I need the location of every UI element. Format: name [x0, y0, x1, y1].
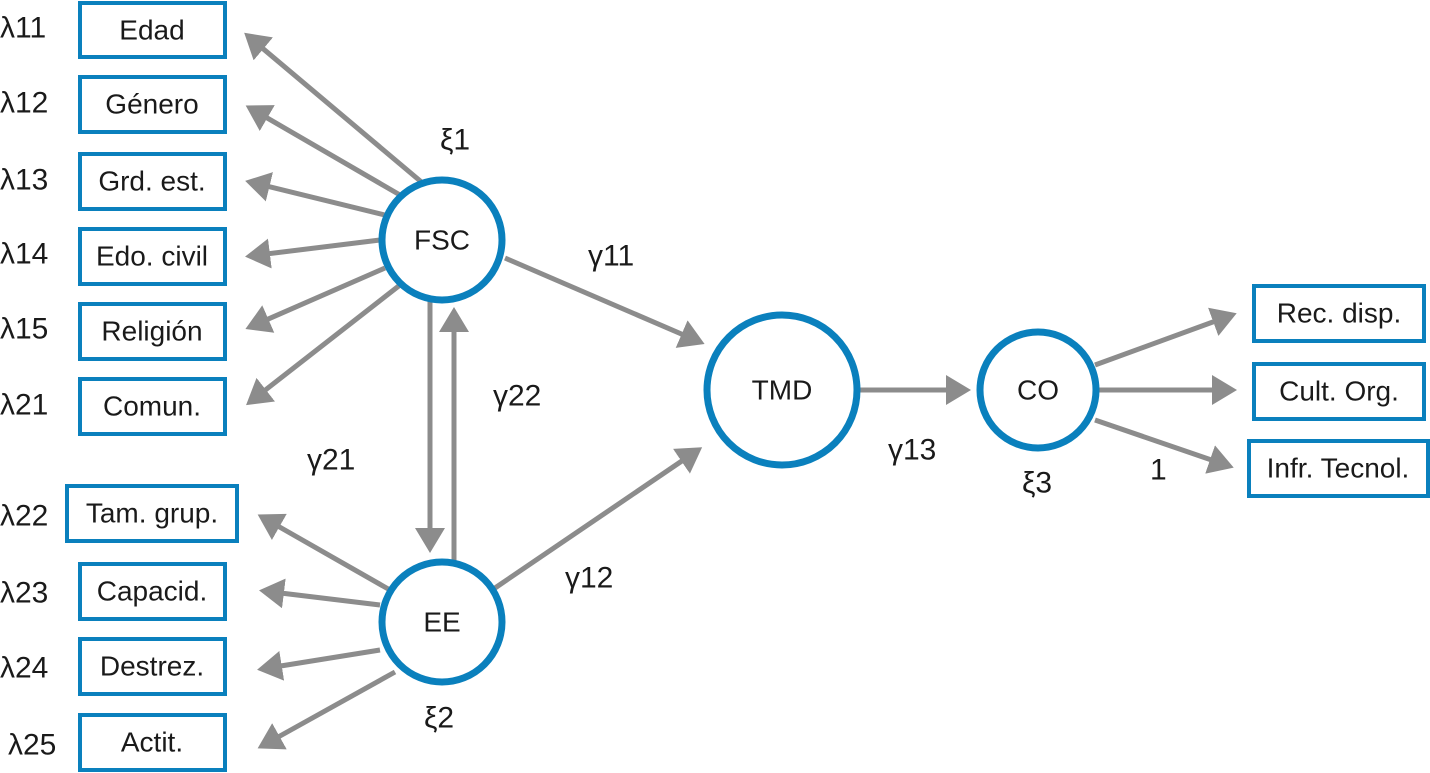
label-xi2: ξ2	[424, 702, 454, 735]
indicator-label: Edo. civil	[96, 241, 208, 272]
path-labels: ξ1 ξ2 ξ3 γ11 γ12 γ13 γ21 γ22 1	[307, 124, 1167, 735]
loading-label: λ12	[0, 87, 48, 120]
indicator-label: Género	[105, 89, 198, 120]
indicator-box-capacid	[78, 562, 227, 621]
indicator-box-destrez	[78, 637, 227, 696]
arrow-fsc-religion	[245, 265, 387, 333]
label-gamma21: γ21	[307, 444, 355, 477]
indicator-box-comun	[78, 377, 227, 436]
arrow-fsc-genero	[245, 105, 402, 198]
latent-label-ee: EE	[423, 607, 460, 638]
loading-label: λ24	[0, 652, 48, 685]
indicator-label: Actit.	[121, 727, 183, 758]
indicator-label: Grd. est.	[98, 166, 205, 197]
indicator-label: Destrez.	[100, 651, 204, 682]
arrow-co-rec-disp	[1094, 307, 1237, 368]
latent-node-tmd	[703, 311, 861, 469]
label-gamma11: γ11	[588, 240, 634, 273]
latent-node-co	[976, 328, 1100, 452]
indicator-box-cult-org	[1252, 362, 1426, 421]
indicator-label: Cult. Org.	[1279, 376, 1399, 407]
latent-label-tmd: TMD	[752, 375, 813, 406]
arrow-fsc-tmd	[504, 255, 705, 348]
arrow-co-infr-tecnol	[1094, 417, 1234, 474]
arrow-ee-actit	[257, 669, 397, 750]
arrow-ee-tmd	[493, 447, 703, 591]
label-xi1: ξ1	[440, 124, 470, 157]
loading-label: λ13	[0, 164, 48, 197]
latent-node-ee	[378, 558, 506, 686]
loading-label: λ25	[8, 729, 56, 762]
indicator-box-grd-est	[78, 152, 227, 211]
label-gamma13: γ13	[888, 434, 936, 467]
indicator-box-genero	[78, 75, 227, 134]
indicator-box-edo-civil	[78, 227, 227, 286]
indicator-label: Tam. grup.	[86, 498, 218, 529]
indicator-box-tam-grup	[65, 484, 239, 543]
indicator-label: Rec. disp.	[1277, 298, 1402, 329]
ee-indicators: Tam. grup. λ22 Capacid. λ23 Destrez. λ24…	[0, 484, 239, 772]
indicator-box-religion	[78, 302, 227, 361]
indicator-box-edad	[78, 1, 227, 59]
indicator-box-actit	[78, 713, 227, 772]
co-indicators: Rec. disp. Cult. Org. Infr. Tecnol.	[1247, 284, 1430, 498]
label-xi3: ξ3	[1022, 467, 1052, 500]
arrow-ee-destrez	[257, 647, 381, 681]
latent-node-fsc	[378, 176, 506, 304]
loading-label: λ21	[0, 389, 48, 422]
loading-label: λ23	[0, 577, 48, 610]
arrow-ee-tam-grup	[257, 513, 392, 593]
label-gamma22: γ22	[493, 380, 541, 413]
loading-label: λ15	[0, 313, 48, 346]
label-gamma12: γ12	[565, 562, 613, 595]
loading-label: λ11	[0, 12, 46, 45]
indicator-box-infr-tecnol	[1247, 439, 1430, 498]
indicator-label: Capacid.	[97, 576, 208, 607]
arrow-fsc-grd-est	[245, 172, 386, 218]
arrow-ee-capacid	[259, 578, 381, 609]
indicator-label: Infr. Tecnol.	[1267, 453, 1410, 484]
arrow-fsc-edo-civil	[245, 237, 381, 269]
arrow-fsc-comun	[246, 283, 402, 406]
loading-label: λ22	[0, 500, 48, 533]
indicator-label: Religión	[101, 316, 202, 347]
fsc-indicators: Edad λ11 Género λ12 Grd. est. λ13 Edo. c…	[0, 1, 227, 436]
indicator-label: Comun.	[103, 391, 201, 422]
indicator-box-rec-disp	[1252, 284, 1426, 343]
indicator-label: Edad	[119, 15, 184, 46]
latent-nodes: FSC EE TMD CO	[378, 176, 1100, 686]
arrows	[244, 32, 1237, 750]
latent-label-co: CO	[1017, 375, 1059, 406]
label-one: 1	[1150, 454, 1167, 487]
arrow-fsc-edad	[244, 32, 427, 187]
loading-label: λ14	[0, 238, 48, 271]
latent-label-fsc: FSC	[414, 225, 470, 256]
